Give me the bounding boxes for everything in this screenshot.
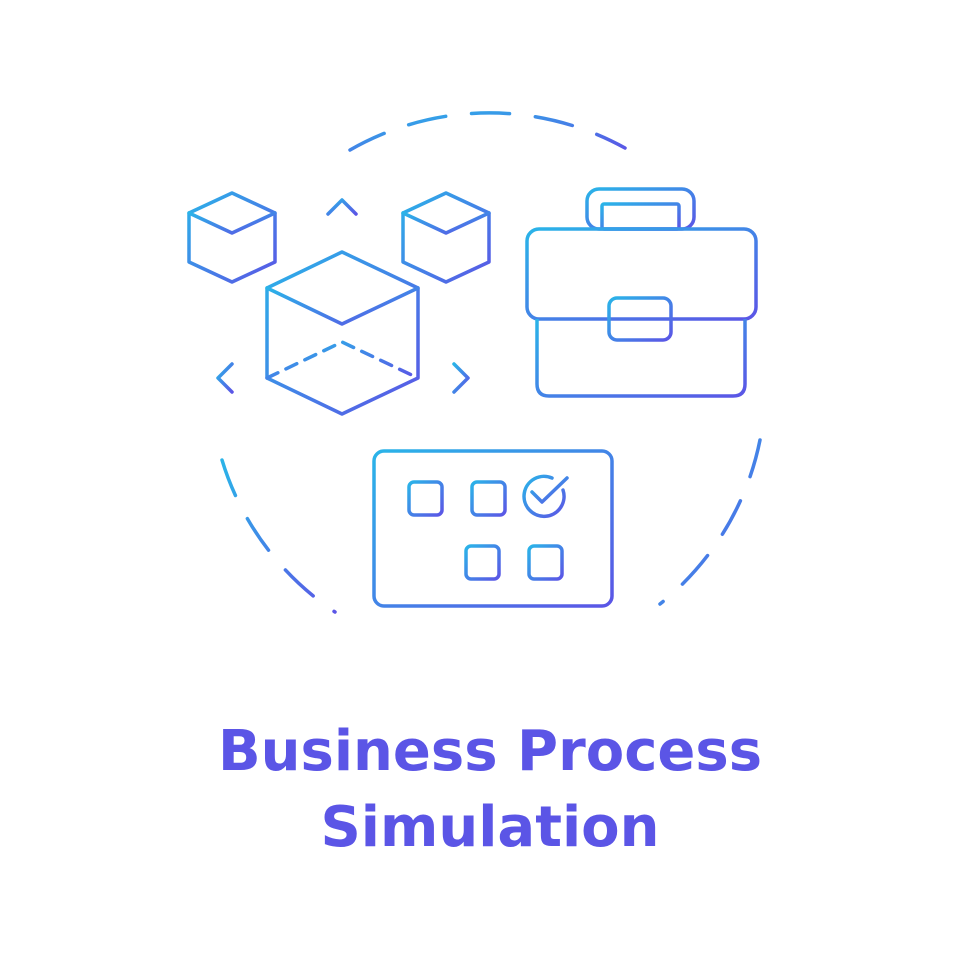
dashed-circle-frame (220, 111, 762, 614)
small-cube-icon (187, 191, 277, 284)
small-cube-icon (401, 191, 491, 284)
caption-title-line-2: Simulation (320, 795, 660, 860)
briefcase-icon (525, 187, 758, 398)
caption-title-line-1: Business Process (217, 719, 763, 784)
check-circle-icon (522, 474, 569, 519)
3d-cube-expand-icon (187, 191, 491, 416)
monitor-flowchart-icon (372, 449, 614, 642)
